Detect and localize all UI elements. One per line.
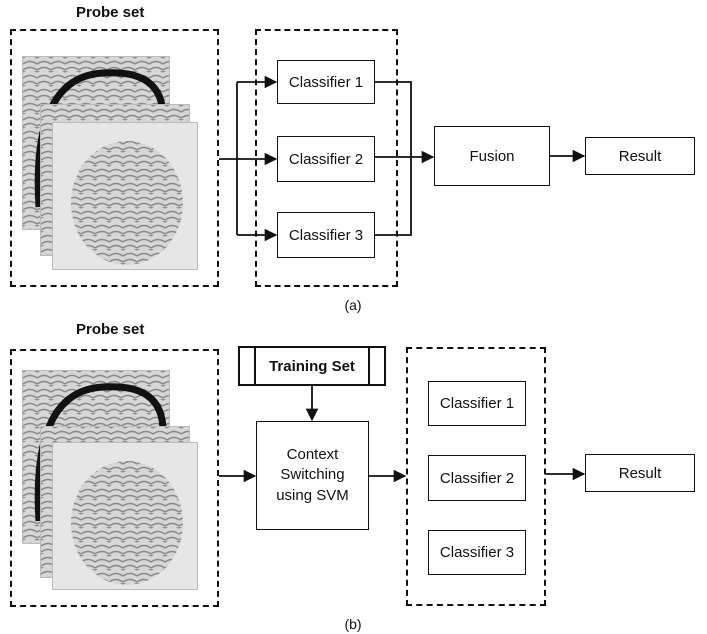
fusion-box: Fusion <box>434 126 550 186</box>
fingerprint-image-front-a <box>52 122 198 270</box>
fingerprint-image-front-b <box>52 442 198 590</box>
line-classifier-3-to-fusion <box>375 157 412 236</box>
training-set-label: Training Set <box>269 357 355 375</box>
classifier-3-box-a: Classifier 3 <box>277 212 375 258</box>
probe-set-container-b <box>10 349 219 607</box>
caption-a: (a) <box>344 297 362 313</box>
classifier-3-box-b: Classifier 3 <box>428 530 526 575</box>
caption-b: (b) <box>344 616 362 632</box>
classifier-1-box-a: Classifier 1 <box>277 60 375 104</box>
classifier-container-b <box>406 347 546 606</box>
training-set-box: Training Set <box>238 346 386 386</box>
line-classifier-1-to-fusion <box>375 81 412 157</box>
probe-set-label-a: Probe set <box>76 4 145 21</box>
probe-set-label-b: Probe set <box>76 321 145 338</box>
classifier-2-box-b: Classifier 2 <box>428 455 526 501</box>
probe-set-container-a <box>10 29 219 287</box>
context-switching-svm-box: Context Switching using SVM <box>256 421 369 530</box>
classifier-container-a <box>255 29 398 287</box>
classifier-2-box-a: Classifier 2 <box>277 136 375 182</box>
classifier-1-box-b: Classifier 1 <box>428 381 526 426</box>
result-box-a: Result <box>585 137 695 175</box>
result-box-b: Result <box>585 454 695 492</box>
